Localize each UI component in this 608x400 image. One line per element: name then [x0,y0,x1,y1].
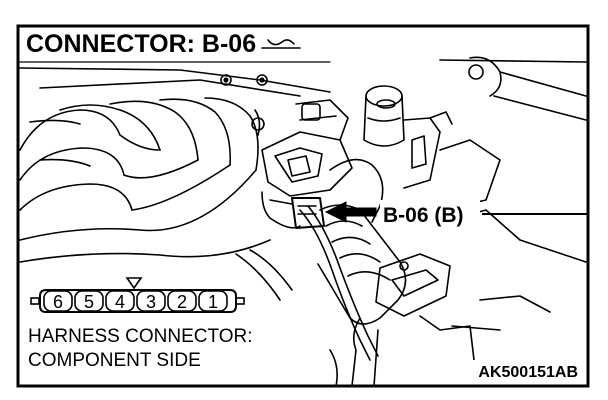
pin-label-5: 5 [84,292,94,312]
connector-right-tab [235,297,245,305]
engine-artwork [19,39,587,387]
pin-cell-2 [167,290,197,312]
pin-label-6: 6 [53,292,63,312]
callout-pointer [324,201,588,223]
caption-line-1: HARNESS CONNECTOR: [28,326,253,347]
pin-label-1: 1 [208,292,218,312]
pin-cell-4 [105,290,135,312]
pin-cell-6 [43,290,73,312]
figure-code: AK500151AB [478,364,578,381]
bolt-icon [256,74,268,86]
pin-cell-5 [74,290,104,312]
bolt-icon [220,74,232,86]
arrow-left-icon [324,201,377,223]
connector-outline [39,289,237,313]
pin-cell-3 [136,290,166,312]
figure-code-backing [426,360,586,384]
pin-label-2: 2 [177,292,187,312]
connector-left-tab [30,297,40,305]
pin-label-4: 4 [115,292,125,312]
connector-latch-icon [125,277,143,290]
caption-line-2: COMPONENT SIDE [28,350,201,371]
harness-connector-face: 6 5 4 3 2 1 [26,277,254,322]
caption-backing [24,322,322,374]
callout-backing [380,200,480,228]
callout-label: B-06 (B) [383,204,464,227]
connector-title: CONNECTOR: B-06 [26,30,256,58]
pin-cell-1 [198,290,228,312]
title-backing [20,28,260,58]
pin-label-3: 3 [146,292,156,312]
